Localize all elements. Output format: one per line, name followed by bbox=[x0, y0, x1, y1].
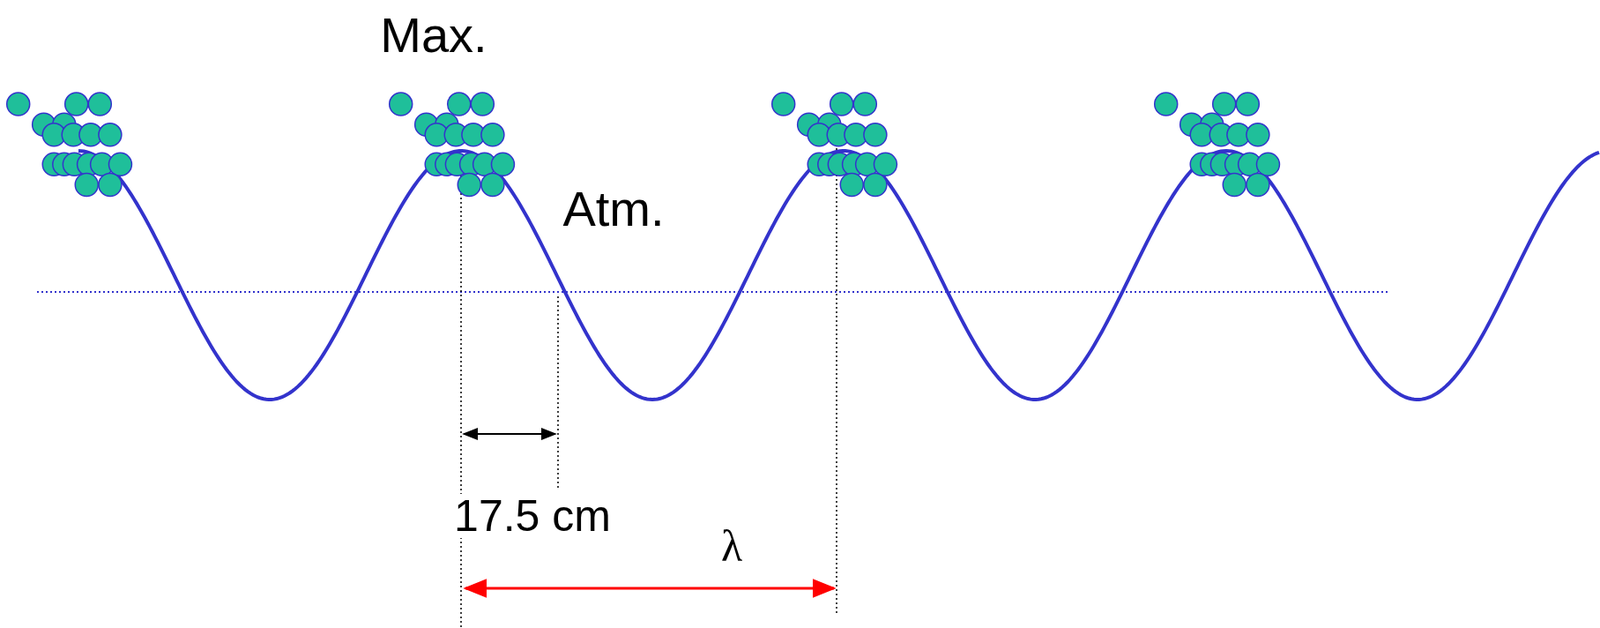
particle bbox=[98, 173, 122, 197]
guide-line bbox=[835, 148, 838, 615]
particle bbox=[389, 92, 413, 116]
particle bbox=[1235, 92, 1259, 116]
particle bbox=[481, 173, 505, 197]
max-label: Max. bbox=[377, 10, 490, 60]
guide-line bbox=[460, 153, 462, 628]
particle bbox=[7, 92, 30, 116]
particle bbox=[1154, 92, 1178, 116]
particle-cluster bbox=[772, 92, 898, 196]
particle bbox=[1246, 123, 1270, 147]
particle bbox=[873, 152, 897, 176]
particle-cluster bbox=[1154, 92, 1280, 196]
particle bbox=[447, 92, 471, 116]
wavelength-label: λ bbox=[718, 523, 745, 568]
particle bbox=[830, 92, 854, 116]
particle bbox=[1222, 173, 1246, 197]
axis-line bbox=[37, 290, 1388, 293]
atm-label: Atm. bbox=[559, 184, 667, 234]
particle bbox=[1246, 173, 1270, 197]
particle bbox=[863, 123, 887, 147]
particle bbox=[65, 92, 89, 116]
particle bbox=[74, 173, 98, 197]
particle bbox=[481, 123, 505, 147]
particle bbox=[853, 92, 877, 116]
particle bbox=[108, 152, 132, 176]
wave-curve bbox=[78, 150, 1600, 400]
particle bbox=[840, 173, 864, 197]
particle bbox=[1256, 152, 1280, 176]
particle bbox=[88, 92, 112, 116]
particle bbox=[863, 173, 887, 197]
guide-line bbox=[557, 296, 559, 488]
particle-cluster bbox=[7, 92, 133, 196]
dimension-arrow bbox=[463, 432, 556, 435]
particle bbox=[491, 152, 514, 176]
wavelength-arrow bbox=[465, 587, 834, 590]
dimension-label: 17.5 cm bbox=[451, 493, 614, 538]
particle-cluster bbox=[389, 92, 515, 196]
particle bbox=[457, 173, 481, 197]
particle bbox=[98, 123, 122, 147]
particle bbox=[470, 92, 494, 116]
particle bbox=[1213, 92, 1236, 116]
particle bbox=[772, 92, 796, 116]
